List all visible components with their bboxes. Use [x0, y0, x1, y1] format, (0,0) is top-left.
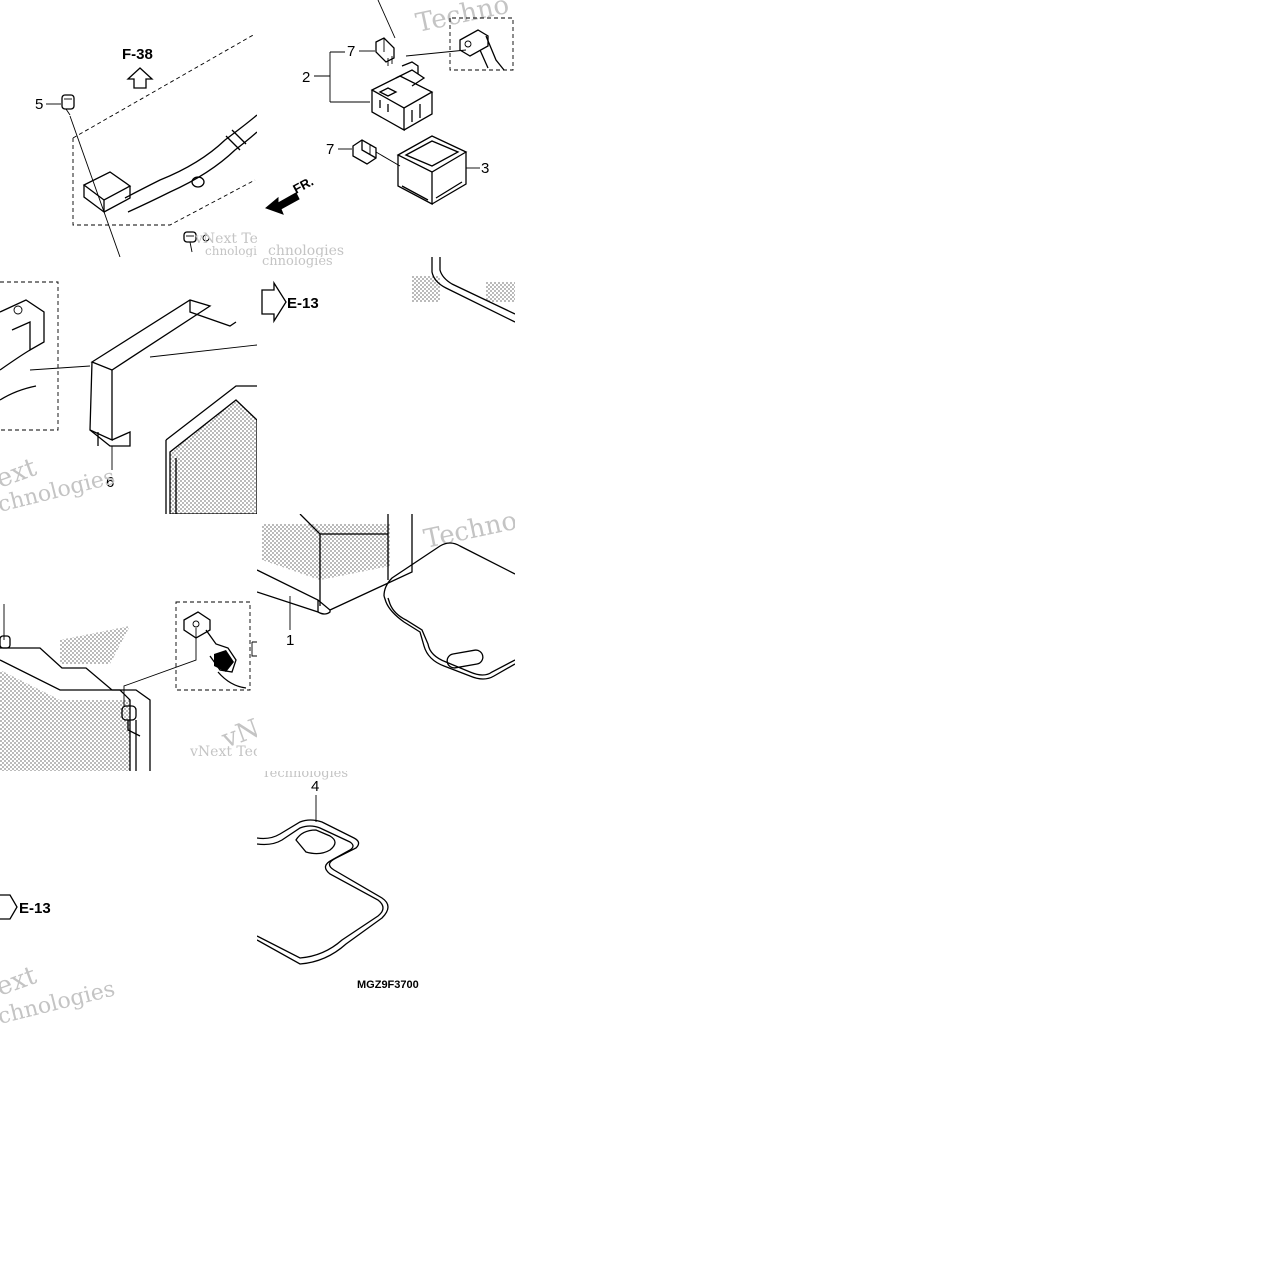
detail-box-dashed: [72, 33, 256, 226]
diagram-code: MGZ9F3700: [357, 979, 419, 991]
battery-tray-mat: [383, 542, 515, 680]
callout-3: 3: [481, 160, 489, 177]
starter-relay-2: [370, 61, 434, 132]
ref-e13-bottom-label: E-13: [19, 900, 51, 917]
connector-edge: [251, 641, 257, 657]
leader-2-bracket: [314, 51, 370, 103]
front-direction-label: FR.: [290, 174, 316, 197]
tile-middle-right: chnologies E-13: [261, 254, 515, 324]
leader-6-right: [149, 344, 257, 358]
tile-middle-left: 6 ext chnologies: [0, 281, 257, 514]
tile-top-right: Techno 7 2: [265, 0, 514, 259]
callout-5: 5: [35, 96, 43, 113]
callout-6: 6: [106, 474, 114, 491]
ref-f38-label: F-38: [122, 46, 153, 63]
ref-e13-top-label: E-13: [287, 295, 319, 312]
watermark: Techno: [413, 0, 512, 39]
right-arrow-icon: [0, 894, 18, 920]
right-arrow-icon: [261, 280, 287, 324]
shading: [60, 626, 130, 664]
front-arrow-icon: [265, 192, 300, 215]
detail-box-dashed: [449, 17, 514, 71]
watermark: chnologies: [205, 244, 270, 258]
leader-detail: [123, 628, 197, 706]
battery-1: [257, 514, 413, 615]
leader-detail: [29, 365, 91, 371]
detail-box-dashed: [0, 281, 59, 431]
watermark: Techno: [421, 506, 520, 555]
tile-top-left: F-38 5 vNext Tec: [35, 33, 270, 258]
battery-corner: [165, 385, 257, 514]
terminal-detail: [183, 611, 247, 689]
leader-detail: [405, 49, 467, 57]
callout-2: 2: [302, 69, 310, 86]
watermark: chnologies: [268, 243, 344, 259]
callout-7-top: 7: [347, 43, 355, 60]
watermark: chnologies: [262, 254, 333, 269]
watermark: Technologies: [262, 766, 348, 781]
tile-lower-left: vNext Tec vNext Tec: [0, 601, 261, 771]
tile-lower-right: Techno 1: [257, 506, 520, 680]
negative-cable: [82, 114, 257, 214]
callout-7-lower: 7: [326, 141, 334, 158]
leader-5-down: [69, 115, 121, 257]
detail-box-dashed: [175, 601, 251, 691]
terminal-detail: [459, 29, 505, 71]
tile-bottom-right: Technologies 4 MGZ9F3700: [257, 766, 419, 991]
cable-detail: [0, 299, 45, 401]
bolt-5: [61, 94, 75, 116]
callout-1: 1: [286, 632, 294, 649]
watermark: vNext Tec: [189, 744, 261, 760]
leader-7-to-3: [375, 151, 401, 167]
small-bolt: [183, 231, 210, 253]
tile-bottom-left: E-13 ext chnologies: [0, 894, 118, 1028]
battery-band-6: [89, 299, 237, 447]
up-arrow-icon: [126, 67, 154, 89]
callout-4: 4: [311, 778, 319, 795]
fuse-7-lower: [352, 139, 377, 165]
battery-body: [0, 635, 151, 771]
case-corner: [412, 257, 515, 323]
rubber-mat-4: [257, 819, 389, 965]
fuse-7-top: [375, 37, 395, 66]
leader-top: [377, 0, 396, 39]
relay-cover-3: [396, 135, 468, 206]
watermark: vNext Tec: [194, 231, 266, 247]
